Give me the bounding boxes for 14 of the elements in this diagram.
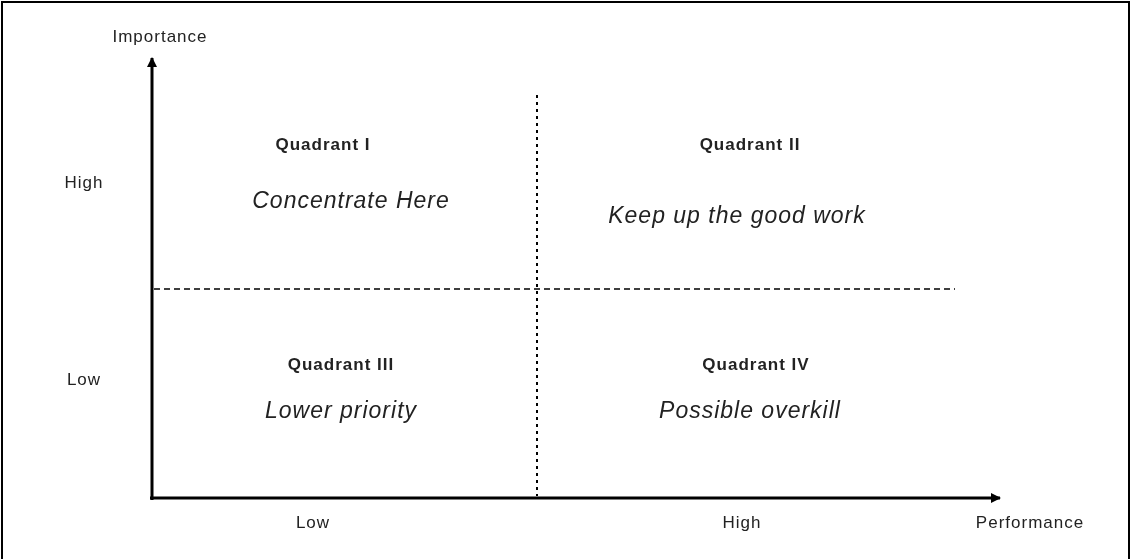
quadrant-title: Quadrant IV — [702, 355, 810, 375]
axis-tick-label: Low — [66, 370, 102, 390]
quadrant-description: Possible overkill — [659, 396, 841, 424]
quadrant-description: Keep up the good work — [607, 201, 867, 229]
quadrant-title: Quadrant III — [287, 355, 395, 375]
axis-tick-label: High — [64, 173, 104, 193]
axis-title: Performance — [975, 513, 1085, 533]
axis-tick-label: High — [722, 513, 762, 533]
axis-tick-label: Low — [295, 513, 331, 533]
axis-title: Importance — [112, 27, 208, 47]
quadrant-title: Quadrant II — [699, 135, 801, 155]
quadrant-description: Concentrate Here — [252, 186, 450, 214]
quadrant-title: Quadrant I — [275, 135, 371, 155]
quadrant-description: Lower priority — [265, 396, 417, 424]
